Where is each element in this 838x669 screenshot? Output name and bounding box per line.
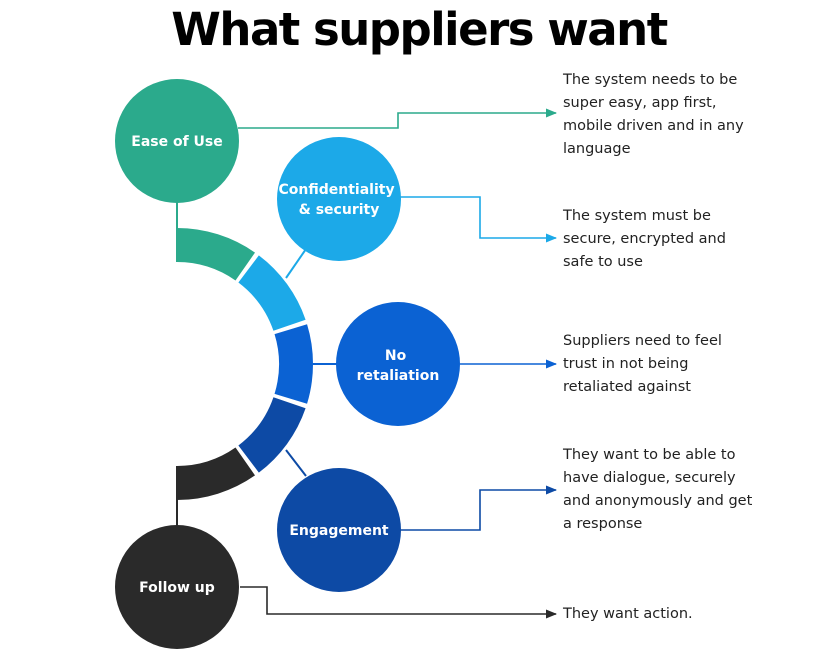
arc-segment-ease — [177, 228, 256, 281]
arc-segment-followup — [177, 447, 256, 500]
arc-segment-engagement — [238, 397, 306, 473]
circle-engagement — [277, 468, 401, 592]
circle-no-retaliation — [336, 302, 460, 426]
description-ease-of-use: The system needs to be super easy, app f… — [563, 72, 744, 157]
circle-ease-of-use — [115, 79, 239, 203]
arc-segment-confidentiality — [238, 255, 306, 331]
label-ease-of-use: Ease of Use — [131, 134, 223, 150]
description-engagement: They want to be able to have dialogue, s… — [563, 447, 753, 532]
label-engagement: Engagement — [289, 523, 389, 539]
label-no-retaliation: No retaliation — [357, 348, 440, 384]
label-follow-up: Follow up — [139, 580, 215, 596]
description-confidentiality: The system must be secure, encrypted and… — [563, 208, 726, 270]
circle-follow-up — [115, 525, 239, 649]
arc-segment-retaliation — [274, 324, 313, 404]
connector-engagement — [285, 449, 307, 477]
description-no-retaliation: Suppliers need to feel trust in not bein… — [563, 333, 722, 395]
label-confidentiality: Confidentiality & security — [279, 182, 400, 218]
circle-confidentiality — [277, 137, 401, 261]
arrow-engagement — [400, 485, 558, 531]
description-follow-up: They want action. — [563, 606, 693, 622]
connector-confidentiality — [285, 248, 307, 279]
page-title: What suppliers want — [171, 3, 668, 56]
arrow-followup — [240, 586, 558, 619]
arrow-confidentiality — [400, 196, 558, 243]
arrow-ease — [238, 108, 558, 129]
